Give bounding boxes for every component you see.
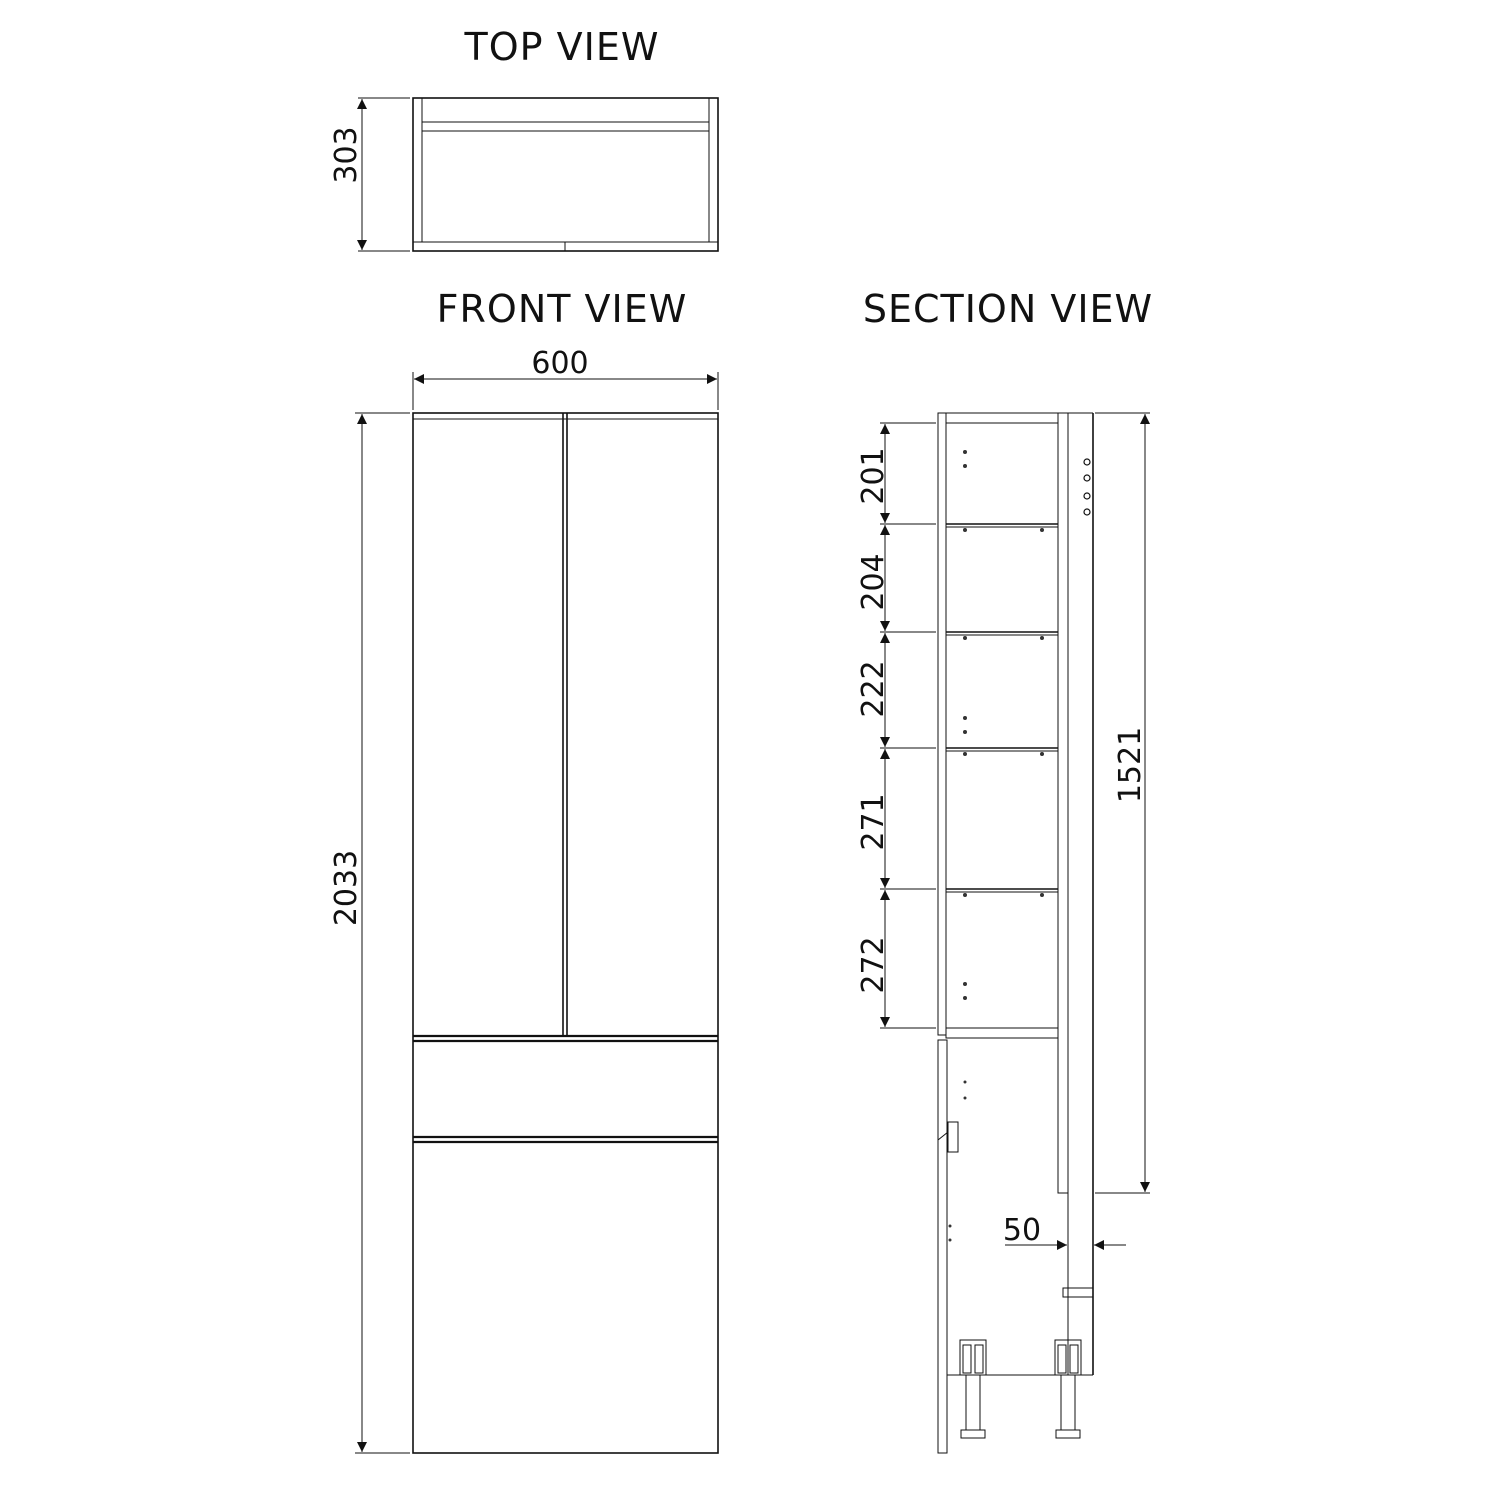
shelf-dim-4: 271	[856, 793, 891, 850]
front-height-dimension: 2033	[329, 412, 410, 1454]
section-view	[937, 412, 1094, 1454]
leg-left	[959, 1339, 987, 1439]
front-width-label: 600	[531, 346, 588, 381]
shelf-dim-1: 201	[856, 447, 891, 504]
section-view-title: SECTION VIEW	[863, 287, 1153, 331]
front-view-title: FRONT VIEW	[437, 287, 688, 331]
leg-right	[1054, 1339, 1082, 1439]
top-view	[412, 97, 719, 252]
section-shelf-dimensions: 201 204 222 271 272	[856, 422, 936, 1029]
front-width-dimension: 600	[412, 346, 719, 410]
top-depth-dimension: 303	[329, 97, 410, 252]
front-view	[412, 412, 719, 1454]
top-view-title: TOP VIEW	[464, 25, 660, 69]
front-height-label: 2033	[329, 850, 364, 926]
offset-label: 50	[1003, 1213, 1041, 1248]
shelf-dim-5: 272	[856, 936, 891, 993]
top-depth-label: 303	[329, 126, 364, 183]
section-upper-height-dimension: 1521	[1095, 412, 1150, 1194]
upper-height-label: 1521	[1113, 727, 1148, 803]
shelf-dim-2: 204	[856, 553, 891, 610]
section-offset-dimension: 50	[1003, 1196, 1126, 1252]
shelf-dim-3: 222	[856, 660, 891, 717]
